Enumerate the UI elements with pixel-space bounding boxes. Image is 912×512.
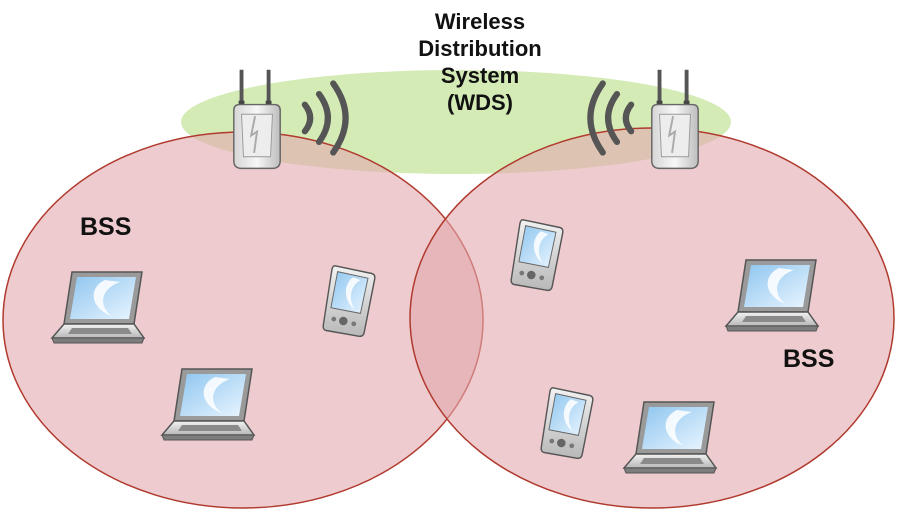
wds-title-line: Wireless [434,9,526,34]
wds-title-line: Distribution [418,36,542,61]
wds-title: Wireless Distribution System (WDS) [380,8,580,116]
wds-title-line: System [440,63,520,88]
wds-title-line: (WDS) [447,90,513,115]
access-point-icon [650,68,700,170]
bss-left-label: BSS [80,213,132,241]
bss-right-label: BSS [783,345,835,373]
